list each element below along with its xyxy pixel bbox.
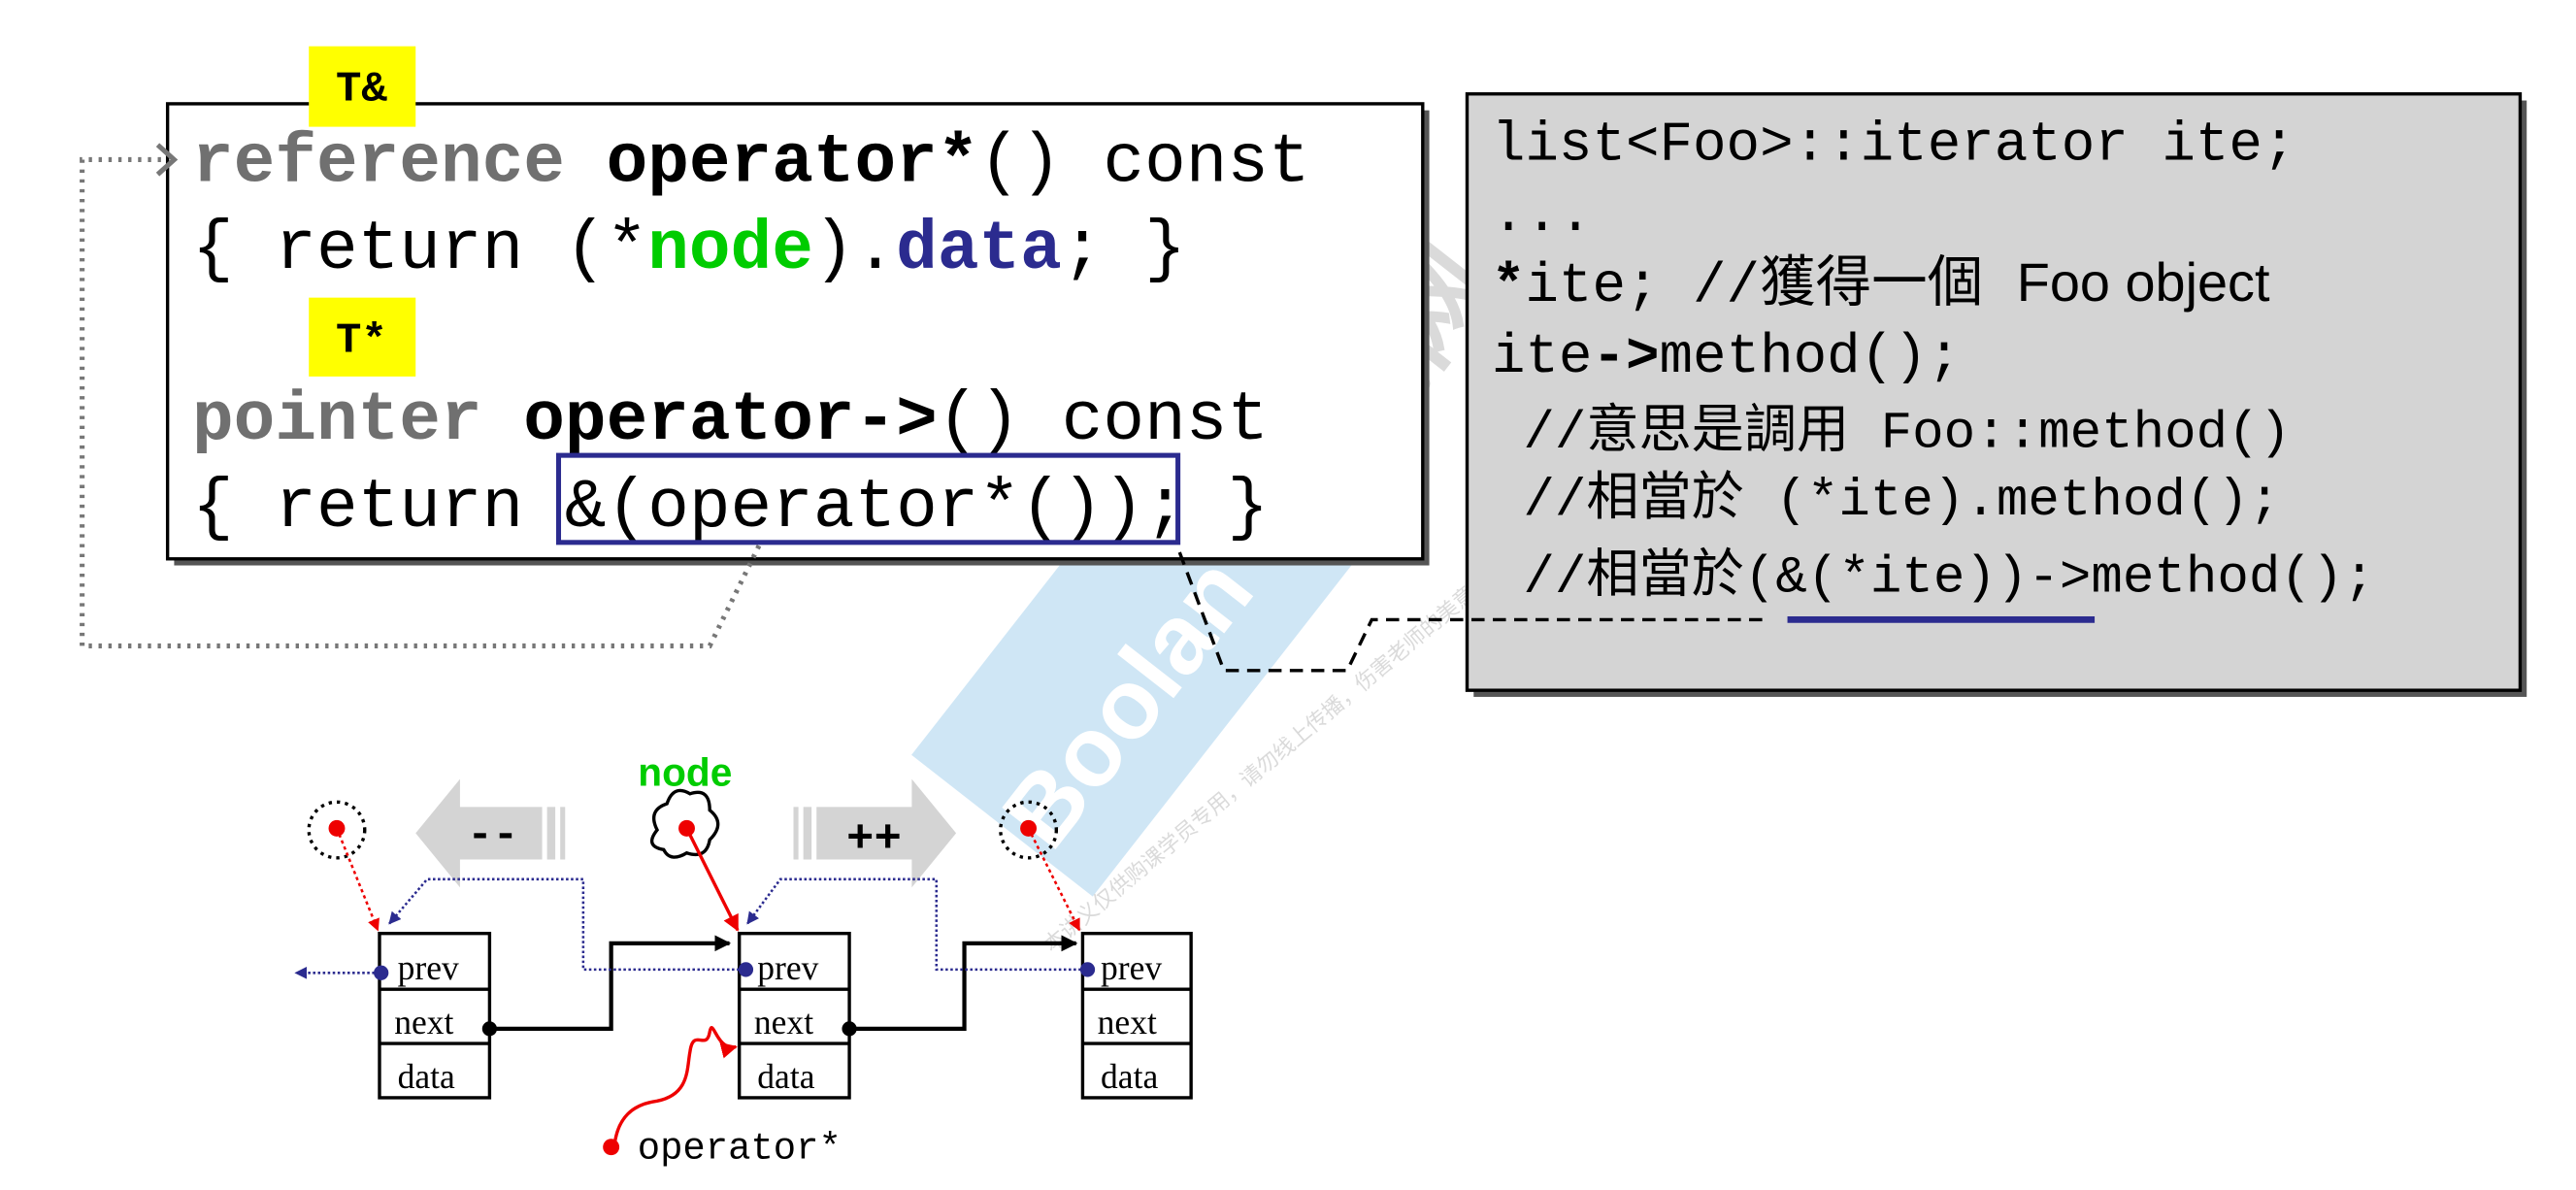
field-next: next <box>1098 1003 1157 1041</box>
operator-star-label: operator* <box>638 1128 842 1171</box>
dotted-link-arrowhead <box>155 143 179 177</box>
badge-reference-type <box>309 46 416 127</box>
usage-line-6: //相當於 (*ite).method(); <box>1492 469 2280 531</box>
badge-pointer-label: T* <box>336 316 387 365</box>
list-node-middle: prev next data <box>737 931 851 1100</box>
right-code-box: list<Foo>::iterator ite; ... *ite; //獲得一… <box>1465 92 2527 697</box>
code-line-operator-star: reference operator*() const <box>192 124 1310 202</box>
code-line-return-address: { return &(operator*()); } <box>192 470 1269 547</box>
badge-pointer-type <box>309 297 416 377</box>
list-node-right: prev next data <box>1080 931 1193 1100</box>
usage-line-3: *ite; //獲得一個 Foo object <box>1492 251 2270 318</box>
operator-star-arrow <box>612 1026 738 1146</box>
usage-line-5: //意思是調用 Foo::method() <box>1492 402 2291 464</box>
list-node-left: prev next data <box>378 931 492 1100</box>
field-prev: prev <box>398 948 459 987</box>
linked-list-diagram: -- ++ node prev next data <box>294 749 1193 1171</box>
usage-line-7: //相當於(&(*ite))->method(); <box>1492 546 2375 609</box>
decrement-arrow: -- <box>415 778 566 888</box>
node-label: node <box>638 749 732 794</box>
field-next: next <box>754 1003 813 1041</box>
code-line-return-data: { return (*node).data; } <box>192 212 1186 289</box>
field-data: data <box>757 1057 814 1096</box>
next-link <box>849 935 1078 1031</box>
usage-line-1: list<Foo>::iterator ite; <box>1492 114 2296 177</box>
decrement-label: -- <box>467 811 518 860</box>
prev-link <box>746 877 1086 972</box>
field-next: next <box>394 1003 453 1041</box>
increment-arrow: ++ <box>793 778 957 888</box>
usage-line-4: ite->method(); <box>1492 326 1961 389</box>
badge-reference-label: T& <box>336 66 387 115</box>
field-data: data <box>1101 1057 1158 1096</box>
code-line-operator-arrow: pointer operator->() const <box>192 382 1269 460</box>
prev-link <box>388 877 744 972</box>
highlight-box <box>555 452 1181 545</box>
left-code-box: T& T* reference operator*() const { retu… <box>165 46 1430 566</box>
dashed-link-line <box>1177 551 1767 673</box>
field-data: data <box>398 1057 455 1096</box>
usage-line-2: ... <box>1492 184 1593 248</box>
prev-node-pointer-cloud <box>307 800 367 860</box>
next-node-pointer-cloud <box>999 800 1059 860</box>
increment-label: ++ <box>846 814 902 866</box>
field-prev: prev <box>757 948 818 987</box>
field-prev: prev <box>1101 948 1162 987</box>
next-link <box>489 935 732 1031</box>
